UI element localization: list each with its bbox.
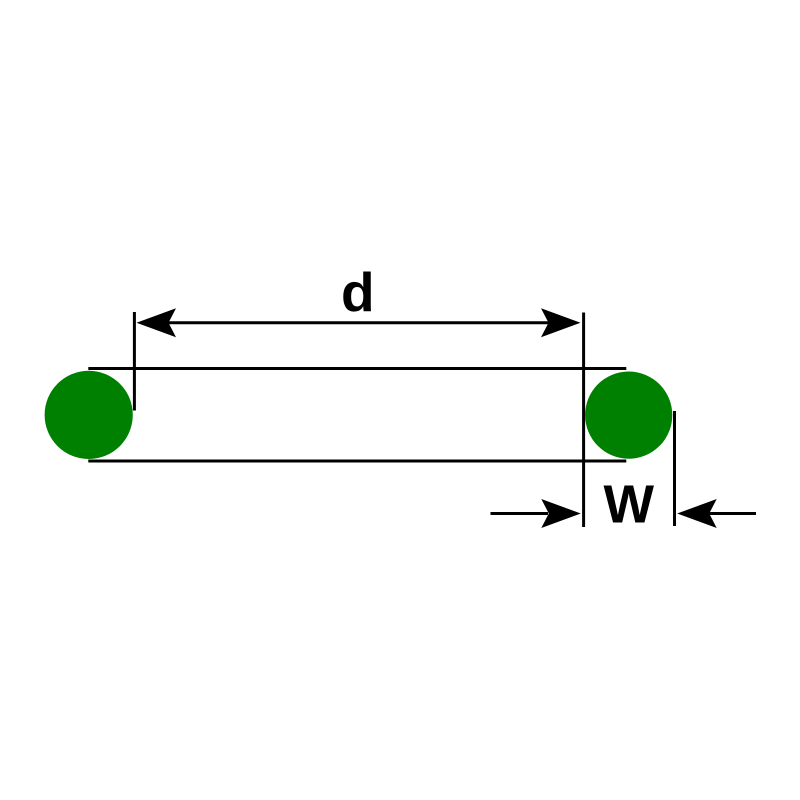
svg-text:d: d [341,261,375,323]
svg-text:W: W [604,475,655,534]
